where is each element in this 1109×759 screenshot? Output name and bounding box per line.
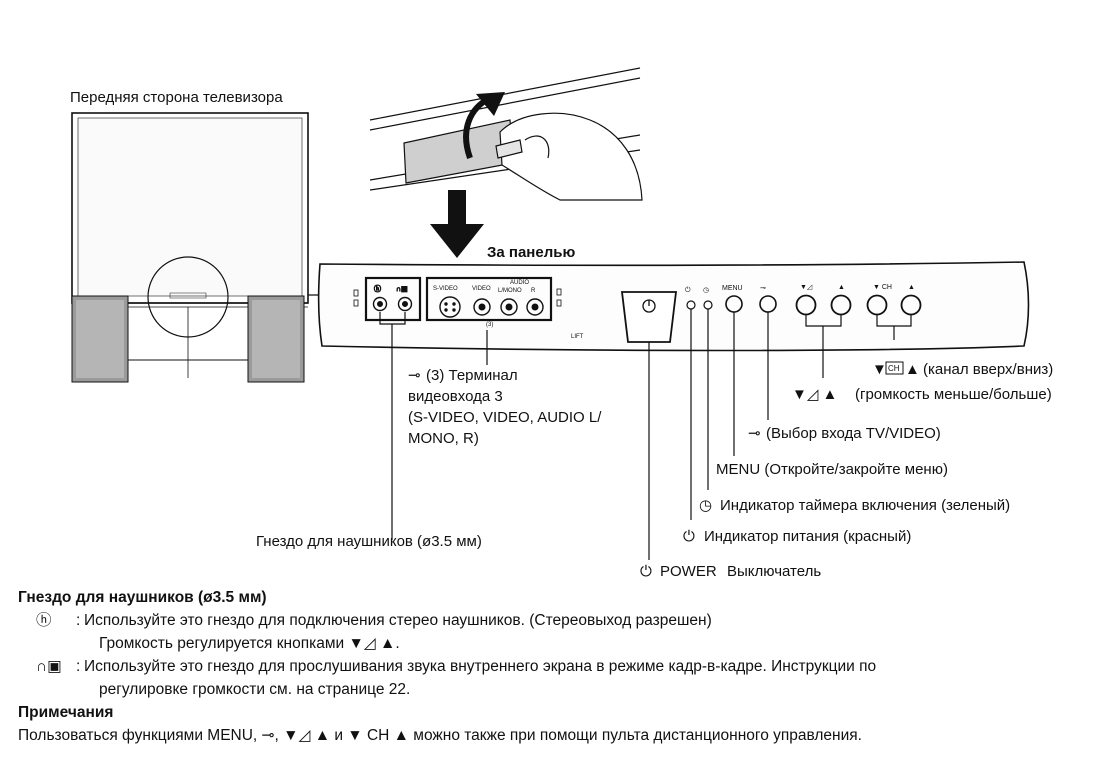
callout-terminal-1: (3) Терминал [426, 367, 518, 384]
volume-down-button [795, 294, 817, 316]
callout-headphone: Гнездо для наушников (ø3.5 мм) [256, 533, 482, 550]
callout-power-switch-icon: ⏻ [640, 563, 652, 580]
av-input-3-terminals [425, 276, 553, 322]
note-item-stereo-text: Используйте это гнездо для подключения с… [84, 612, 712, 629]
audio-label: AUDIO [510, 280, 529, 286]
input3-label: (3) [486, 322, 493, 328]
notes-section: Гнездо для наушников (ø3.5 мм) ⓗ : Испол… [18, 586, 1098, 747]
ch-box-icon: CH [888, 364, 900, 373]
callout-channel: (канал вверх/вниз) [923, 361, 1053, 378]
headphone-icon: ⓗ [36, 612, 52, 629]
behind-panel-caption: За панелью [487, 244, 575, 261]
callout-power-ind-icon: ⏻ [683, 528, 695, 545]
menu-panel-label: MENU [722, 285, 743, 292]
leader-lines [379, 309, 912, 560]
headphone-notes-heading: Гнездо для наушников (ø3.5 мм) [18, 589, 267, 606]
headphone-jacks: ⓗ ∩▣ [364, 276, 422, 322]
callout-ch-icons: ▼ [872, 361, 887, 378]
callout-menu: MENU (Откройте/закройте меню) [716, 461, 948, 478]
volume-down-icon: ▼◿ [800, 284, 813, 291]
remarks-text: Пользоваться функциями MENU, ⊸, ▼◿ ▲ и ▼… [18, 727, 862, 744]
callout-power-indicator: Индикатор питания (красный) [704, 528, 911, 545]
lmono-label: L/MONO [498, 288, 522, 294]
input-select-icon: ⊸ [760, 285, 766, 292]
callout-terminal-3: (S-VIDEO, VIDEO, AUDIO L/ [408, 409, 602, 426]
power-switch [620, 291, 678, 343]
callout-power-switch-b: Выключатель [727, 563, 821, 580]
callout-terminal-2: видеовхода 3 [408, 388, 503, 405]
video-label: VIDEO [472, 286, 491, 292]
lift-label: LIFT [571, 334, 584, 340]
channel-up-button [900, 294, 922, 316]
panel-lift-illustration [369, 67, 643, 258]
pip-headphone-icon: ∩▣ [396, 286, 408, 293]
headphone-icon: ⓗ [374, 285, 381, 293]
tv-thumbnail [71, 112, 360, 383]
note-item-stereo: ⓗ : Используйте это гнездо для подключен… [18, 609, 1098, 632]
power-indicator-icon: ⏻ [685, 286, 691, 294]
note-item-pip-text: Используйте это гнездо для прослушивания… [84, 658, 877, 675]
callout-input-select: (Выбор входа TV/VIDEO) [766, 425, 941, 442]
callout-terminal-icon: ⊸ [408, 367, 421, 384]
tv-front-caption: Передняя сторона телевизора [70, 89, 283, 106]
volume-up-icon: ▲ [838, 284, 845, 291]
callout-timer-icon: ◷ [699, 497, 712, 514]
callout-timer: Индикатор таймера включения (зеленый) [720, 497, 1010, 514]
remarks-heading: Примечания [18, 704, 114, 721]
note-item-pip-line2: регулировке громкости см. на странице 22… [99, 681, 411, 698]
callout-terminal-4: MONO, R) [408, 430, 479, 447]
channel-down-button [866, 294, 888, 316]
callout-input-icon: ⊸ [748, 425, 761, 442]
svideo-label: S-VIDEO [433, 286, 458, 292]
volume-up-button [830, 294, 852, 316]
svg-text:▲: ▲ [905, 361, 920, 378]
note-item-stereo-line2: Громкость регулируется кнопками ▼◿ ▲. [99, 635, 400, 652]
note-item-pip: ∩▣ : Используйте это гнездо для прослуши… [18, 655, 1098, 678]
pip-headphone-icon: ∩▣ [36, 658, 62, 675]
channel-down-icon: ▼ CH [873, 284, 892, 291]
callout-volume: (громкость меньше/больше) [855, 386, 1052, 403]
r-label: R [531, 288, 536, 294]
channel-up-icon: ▲ [908, 284, 915, 291]
callout-vol-icons: ▼◿ ▲ [792, 386, 837, 403]
callout-power-switch-a: POWER [660, 563, 717, 580]
timer-indicator-icon: ◷ [703, 287, 709, 294]
